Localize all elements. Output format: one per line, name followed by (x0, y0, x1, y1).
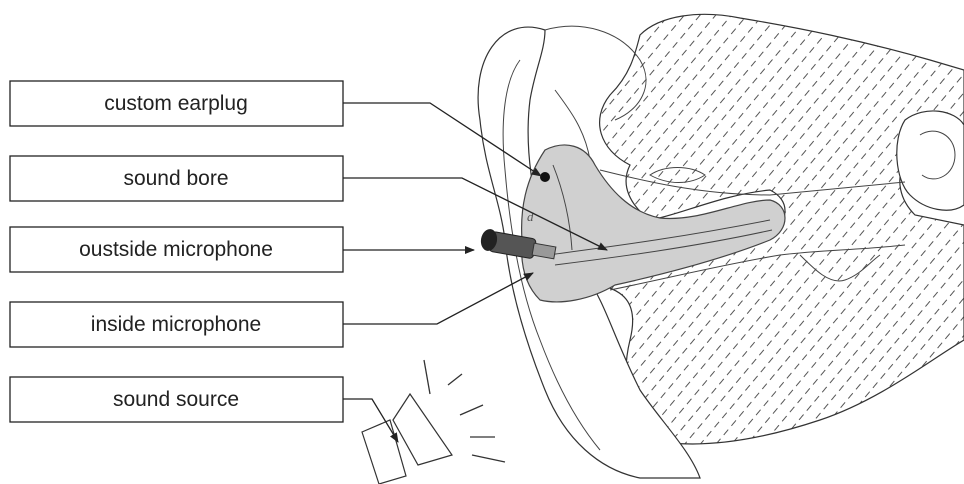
label-inside-microphone: inside microphone (91, 313, 261, 336)
earplug-marker-dot (540, 172, 550, 182)
cochlea (897, 111, 964, 210)
speaker (362, 394, 452, 484)
label-custom-earplug: custom earplug (104, 92, 248, 115)
label-sound-source: sound source (113, 388, 239, 411)
leader-inside-microphone (343, 273, 533, 324)
label-sound-bore: sound bore (123, 167, 228, 190)
label-outside-microphone: oustside microphone (79, 238, 273, 261)
